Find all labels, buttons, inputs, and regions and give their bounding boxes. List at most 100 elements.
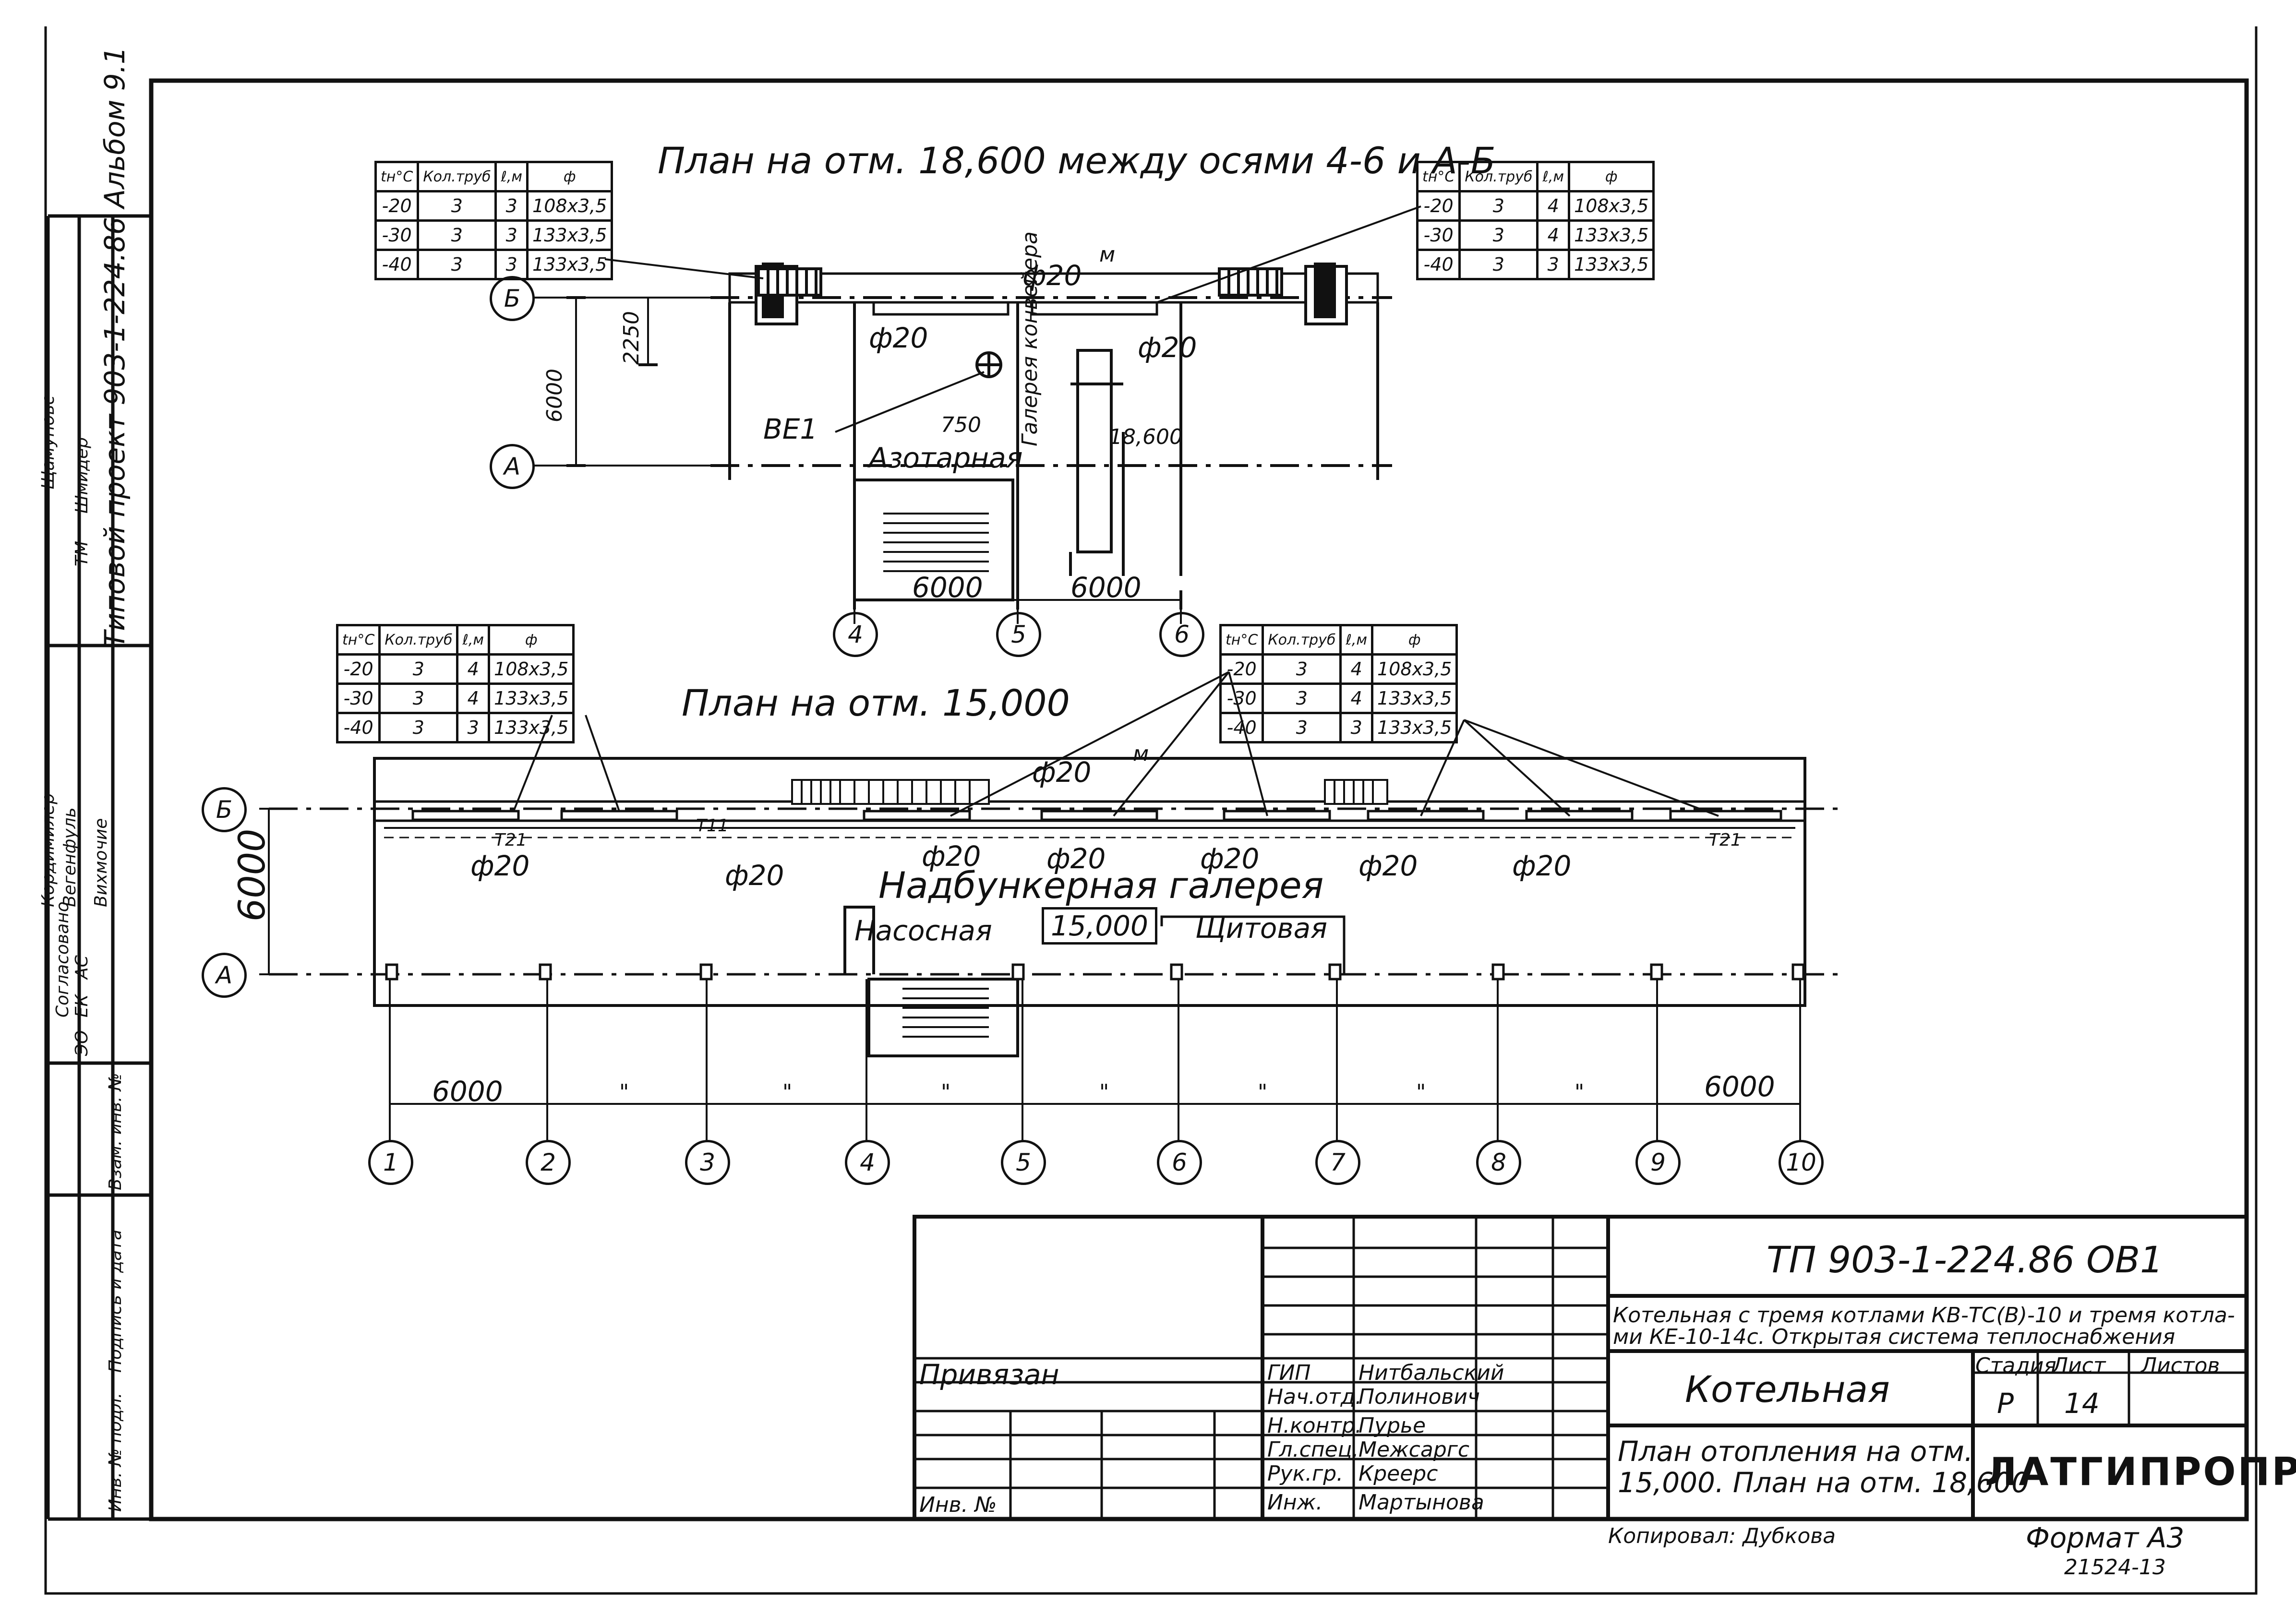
table-cell: 108x3,5 [488,653,575,685]
level-box: 15,000 [1042,907,1157,945]
phi-label: ф20 [1022,259,1082,292]
table-cell: 4 [1536,190,1571,222]
bottom-table-left: tн°С Кол.труб ℓ,м ф -20 3 4 108x3,5 -30 … [336,624,575,743]
table-cell: 4 [1339,653,1374,685]
project-description-1: Котельная с тремя котлами КВ-ТС(В)-10 и … [1613,1303,2235,1328]
person-name: Пурье [1358,1413,1426,1438]
ditto-mark: " [1258,1080,1268,1104]
table-header: ф [1371,624,1458,656]
role-label: Рук.гр. [1267,1461,1344,1486]
table-cell: 133x3,5 [1568,249,1655,280]
phi-label: ф20 [470,850,530,882]
person-name: Нитбальский [1358,1361,1504,1385]
phi-label: ф20 [1138,331,1197,364]
mark-label: м [1099,242,1116,267]
ditto-mark: " [941,1080,951,1104]
be1-label: ВЕ1 [763,413,818,445]
mark-label: м [1133,742,1149,766]
table-cell: 3 [1536,249,1571,280]
side-stamp-signature: Подпись и дата [106,1229,125,1373]
table-cell: 3 [494,249,529,280]
table-header: ℓ,м [1536,161,1571,192]
table-cell: 3 [1458,219,1539,251]
table-cell: 3 [417,249,497,280]
bottom-plan [259,671,1843,1142]
pipe-tag-t21: Т21 [494,830,527,850]
sheet-number: 14 [2064,1387,2100,1420]
sheet-outer-frame [44,26,2258,1595]
phi-label: ф20 [922,840,981,873]
ditto-mark: " [1416,1080,1426,1104]
top-plan [533,205,1421,624]
table-cell: 3 [456,712,491,743]
axis-marker-a: А [490,444,535,489]
sheet-title-2: 15,000. План на отм. 18,600 [1618,1466,2030,1499]
table-cell: -40 [374,249,420,280]
bound-label: Привязан [919,1358,1059,1391]
table-cell: 3 [378,712,459,743]
table-cell: 133x3,5 [488,682,575,714]
table-cell: -40 [336,712,381,743]
axis-marker-7: 7 [1315,1140,1360,1185]
table-cell: 3 [1339,712,1374,743]
table-header: Кол.труб [1262,624,1342,656]
axis-marker-3: 3 [685,1140,730,1185]
table-cell: 3 [1262,712,1342,743]
phi-label: ф20 [1358,850,1418,882]
table-cell: 133x3,5 [1371,712,1458,743]
copied-by: Копировал: Дубкова [1608,1524,1836,1548]
top-table-left: tн°С Кол.труб ℓ,м ф -20 3 3 108x3,5 -30 … [374,161,613,280]
table-header: Кол.труб [378,624,459,656]
table-header: ℓ,м [1339,624,1374,656]
role-label: ГИП [1267,1361,1311,1385]
table-cell: 3 [378,682,459,714]
sheet-header: Лист [2052,1353,2106,1378]
axis-marker-1: 1 [368,1140,413,1185]
side-stamp-role-5: ЭО [72,1030,92,1056]
table-cell: -30 [1219,682,1264,714]
table-cell: -20 [1416,190,1461,222]
table-cell: -30 [1416,219,1461,251]
side-stamp-name-4: Вихмочие [91,818,111,907]
table-cell: 133x3,5 [526,249,613,280]
top-table-right: tн°С Кол.труб ℓ,м ф -20 3 4 108x3,5 -30 … [1416,161,1655,280]
pipe-tag-t21: Т21 [1709,830,1742,850]
pipe-tag-t11: Т11 [696,816,729,836]
axis-marker-9: 9 [1635,1140,1681,1185]
room-label: Азотарная [869,442,1023,474]
axis-marker-6: 6 [1157,1140,1202,1185]
phi-label: ф20 [1200,842,1260,875]
stairs-top-right [1218,267,1283,297]
format-label: Формат А3 [2026,1521,2185,1554]
axis-marker-8: 8 [1476,1140,1521,1185]
table-header: tн°С [1416,161,1461,192]
side-stamp-role-3: АС [72,955,92,979]
table-cell: -20 [336,653,381,685]
phi-label: ф20 [725,859,784,892]
side-stamp-inv: Инв. № подл. [106,1392,125,1512]
ditto-mark: " [1099,1080,1109,1104]
axis-marker-5: 5 [1001,1140,1046,1185]
table-header: Кол.труб [1458,161,1539,192]
dim-6000: 6000 [912,571,983,604]
table-header: ф [1568,161,1655,192]
side-stamp-name-3: Вегенфуль [60,807,80,907]
table-cell: 133x3,5 [488,712,575,743]
table-cell: 3 [1458,190,1539,222]
stage-value: Р [1997,1387,2014,1420]
axis-marker-6: 6 [1159,612,1204,657]
title-block-lines [913,1215,2248,1521]
table-cell: 3 [1458,249,1539,280]
table-cell: 4 [1536,219,1571,251]
side-stamp-name-2: Кордимилер [38,793,58,907]
level-label: 18,600 [1109,425,1183,449]
sheets-header: Листов [2141,1353,2220,1378]
table-header: tн°С [374,161,420,192]
dim-6000-vertical: 6000 [542,369,567,422]
table-cell: 4 [456,653,491,685]
axis-marker-5: 5 [996,612,1041,657]
table-cell: 3 [417,219,497,251]
table-cell: 108x3,5 [526,190,613,222]
dim-6000: 6000 [1070,571,1142,604]
table-cell: 133x3,5 [1371,682,1458,714]
